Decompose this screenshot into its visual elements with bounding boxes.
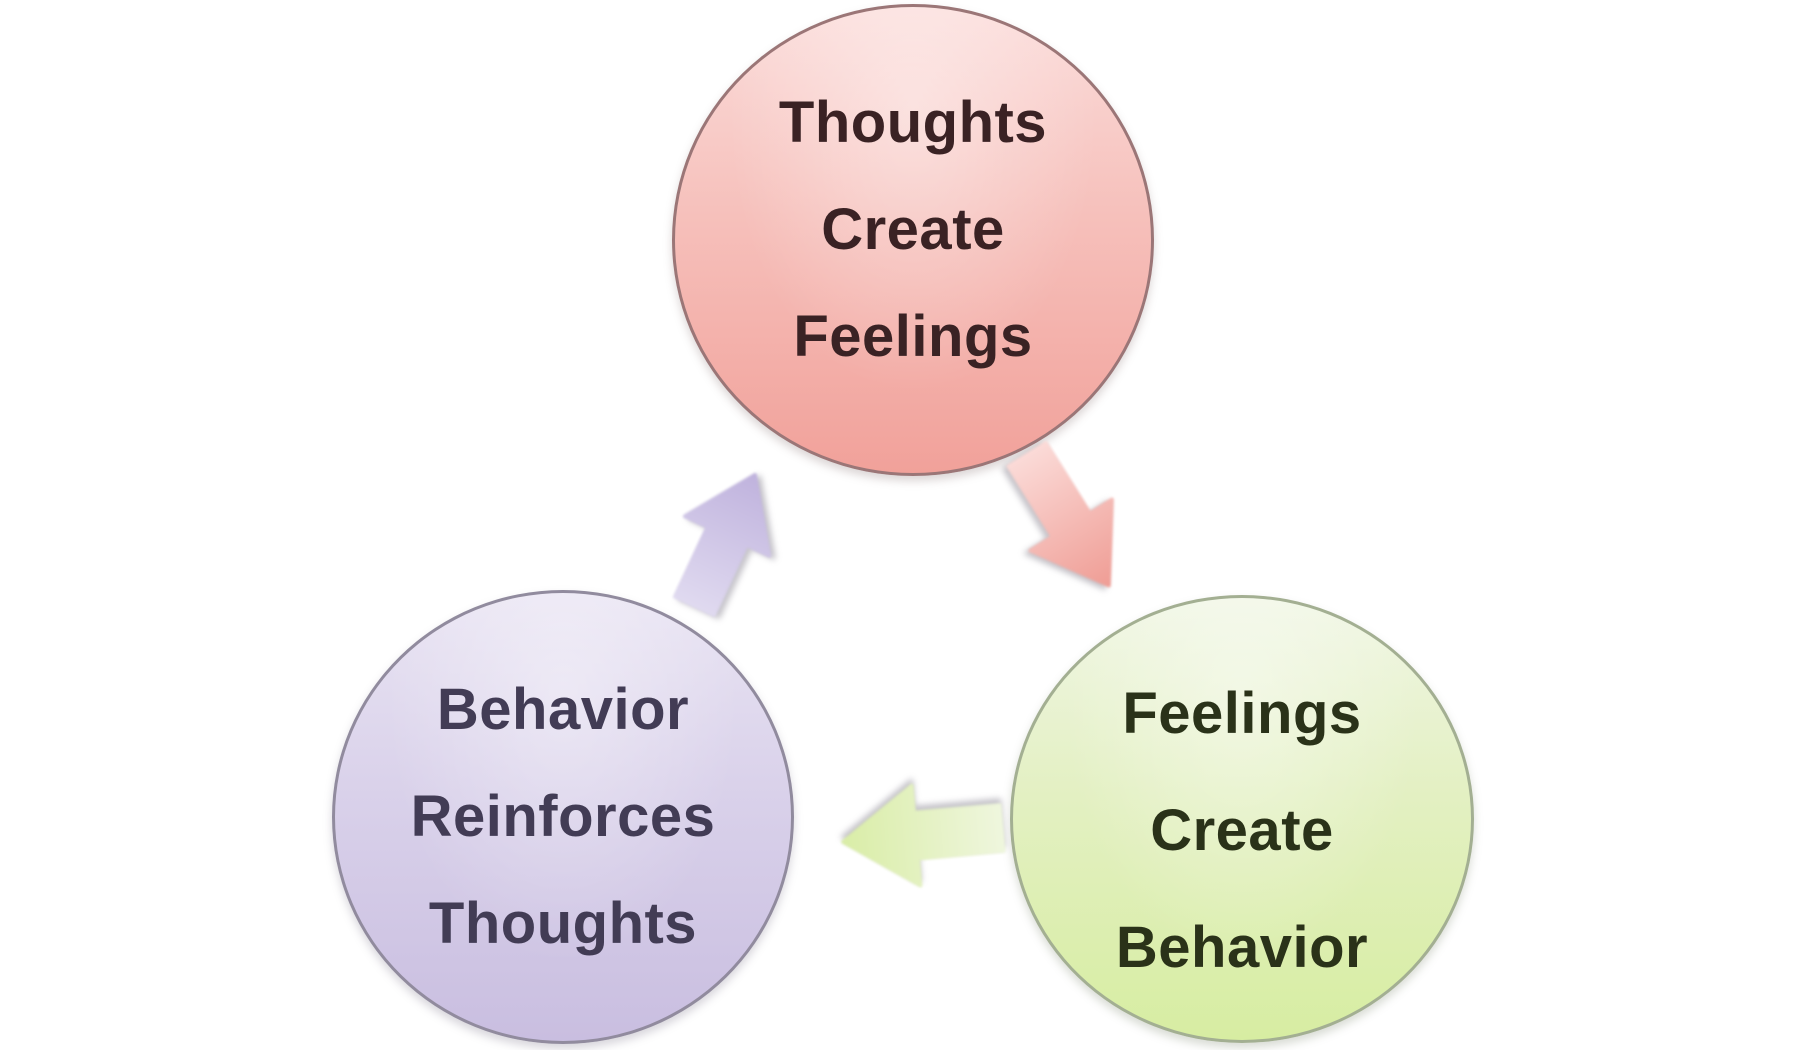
- cycle-node-thoughts-create-feelings: Thoughts Create Feelings: [672, 4, 1154, 476]
- cycle-arrow-left-icon: [841, 783, 1006, 888]
- node-label: Feelings Create Behavior: [1116, 685, 1368, 977]
- cycle-node-behavior-reinforces-thoughts: Behavior Reinforces Thoughts: [332, 590, 794, 1044]
- node-label-line: Feelings: [793, 304, 1033, 369]
- cycle-arrow-up-right-icon: [673, 473, 772, 617]
- node-label-line: Create: [821, 197, 1005, 262]
- node-label: Behavior Reinforces Thoughts: [411, 681, 716, 953]
- node-label-line: Thoughts: [778, 90, 1048, 155]
- node-label-line: Behavior: [1115, 915, 1369, 980]
- node-label-line: Behavior: [436, 677, 690, 742]
- node-label: Thoughts Create Feelings: [779, 94, 1047, 366]
- cycle-arrow-down-right-icon: [1006, 441, 1114, 588]
- node-label-line: Thoughts: [428, 891, 698, 956]
- node-label-line: Feelings: [1122, 681, 1362, 746]
- node-label-line: Create: [1150, 798, 1334, 863]
- cycle-node-feelings-create-behavior: Feelings Create Behavior: [1010, 595, 1474, 1043]
- node-label-line: Reinforces: [410, 784, 716, 849]
